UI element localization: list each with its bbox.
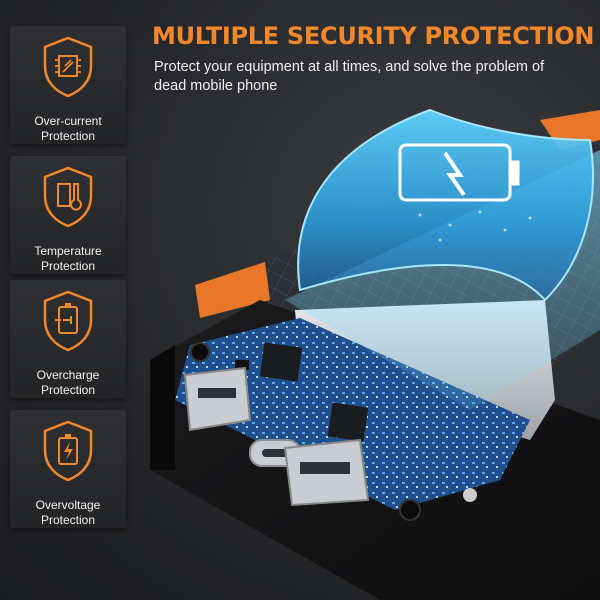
feature-label: Temperature Protection: [34, 244, 102, 273]
feature-label: Over-current Protection: [34, 114, 102, 143]
plug-icon: [43, 290, 93, 352]
feature-label: Overvoltage Protection: [35, 498, 101, 527]
feature-temperature: Temperature Protection: [10, 156, 126, 274]
lightning-battery-icon: [43, 420, 93, 482]
thermometer-icon: [43, 166, 93, 228]
feature-over-current: Over-current Protection: [10, 26, 126, 144]
chip-icon: [43, 36, 93, 98]
feature-label: Overcharge Protection: [36, 368, 100, 397]
feature-overvoltage: Overvoltage Protection: [10, 410, 126, 528]
headline: MULTIPLE SECURITY PROTECTION: [152, 22, 595, 50]
subline: Protect your equipment at all times, and…: [154, 59, 545, 94]
feature-overcharge: Overcharge Protection: [10, 280, 126, 398]
